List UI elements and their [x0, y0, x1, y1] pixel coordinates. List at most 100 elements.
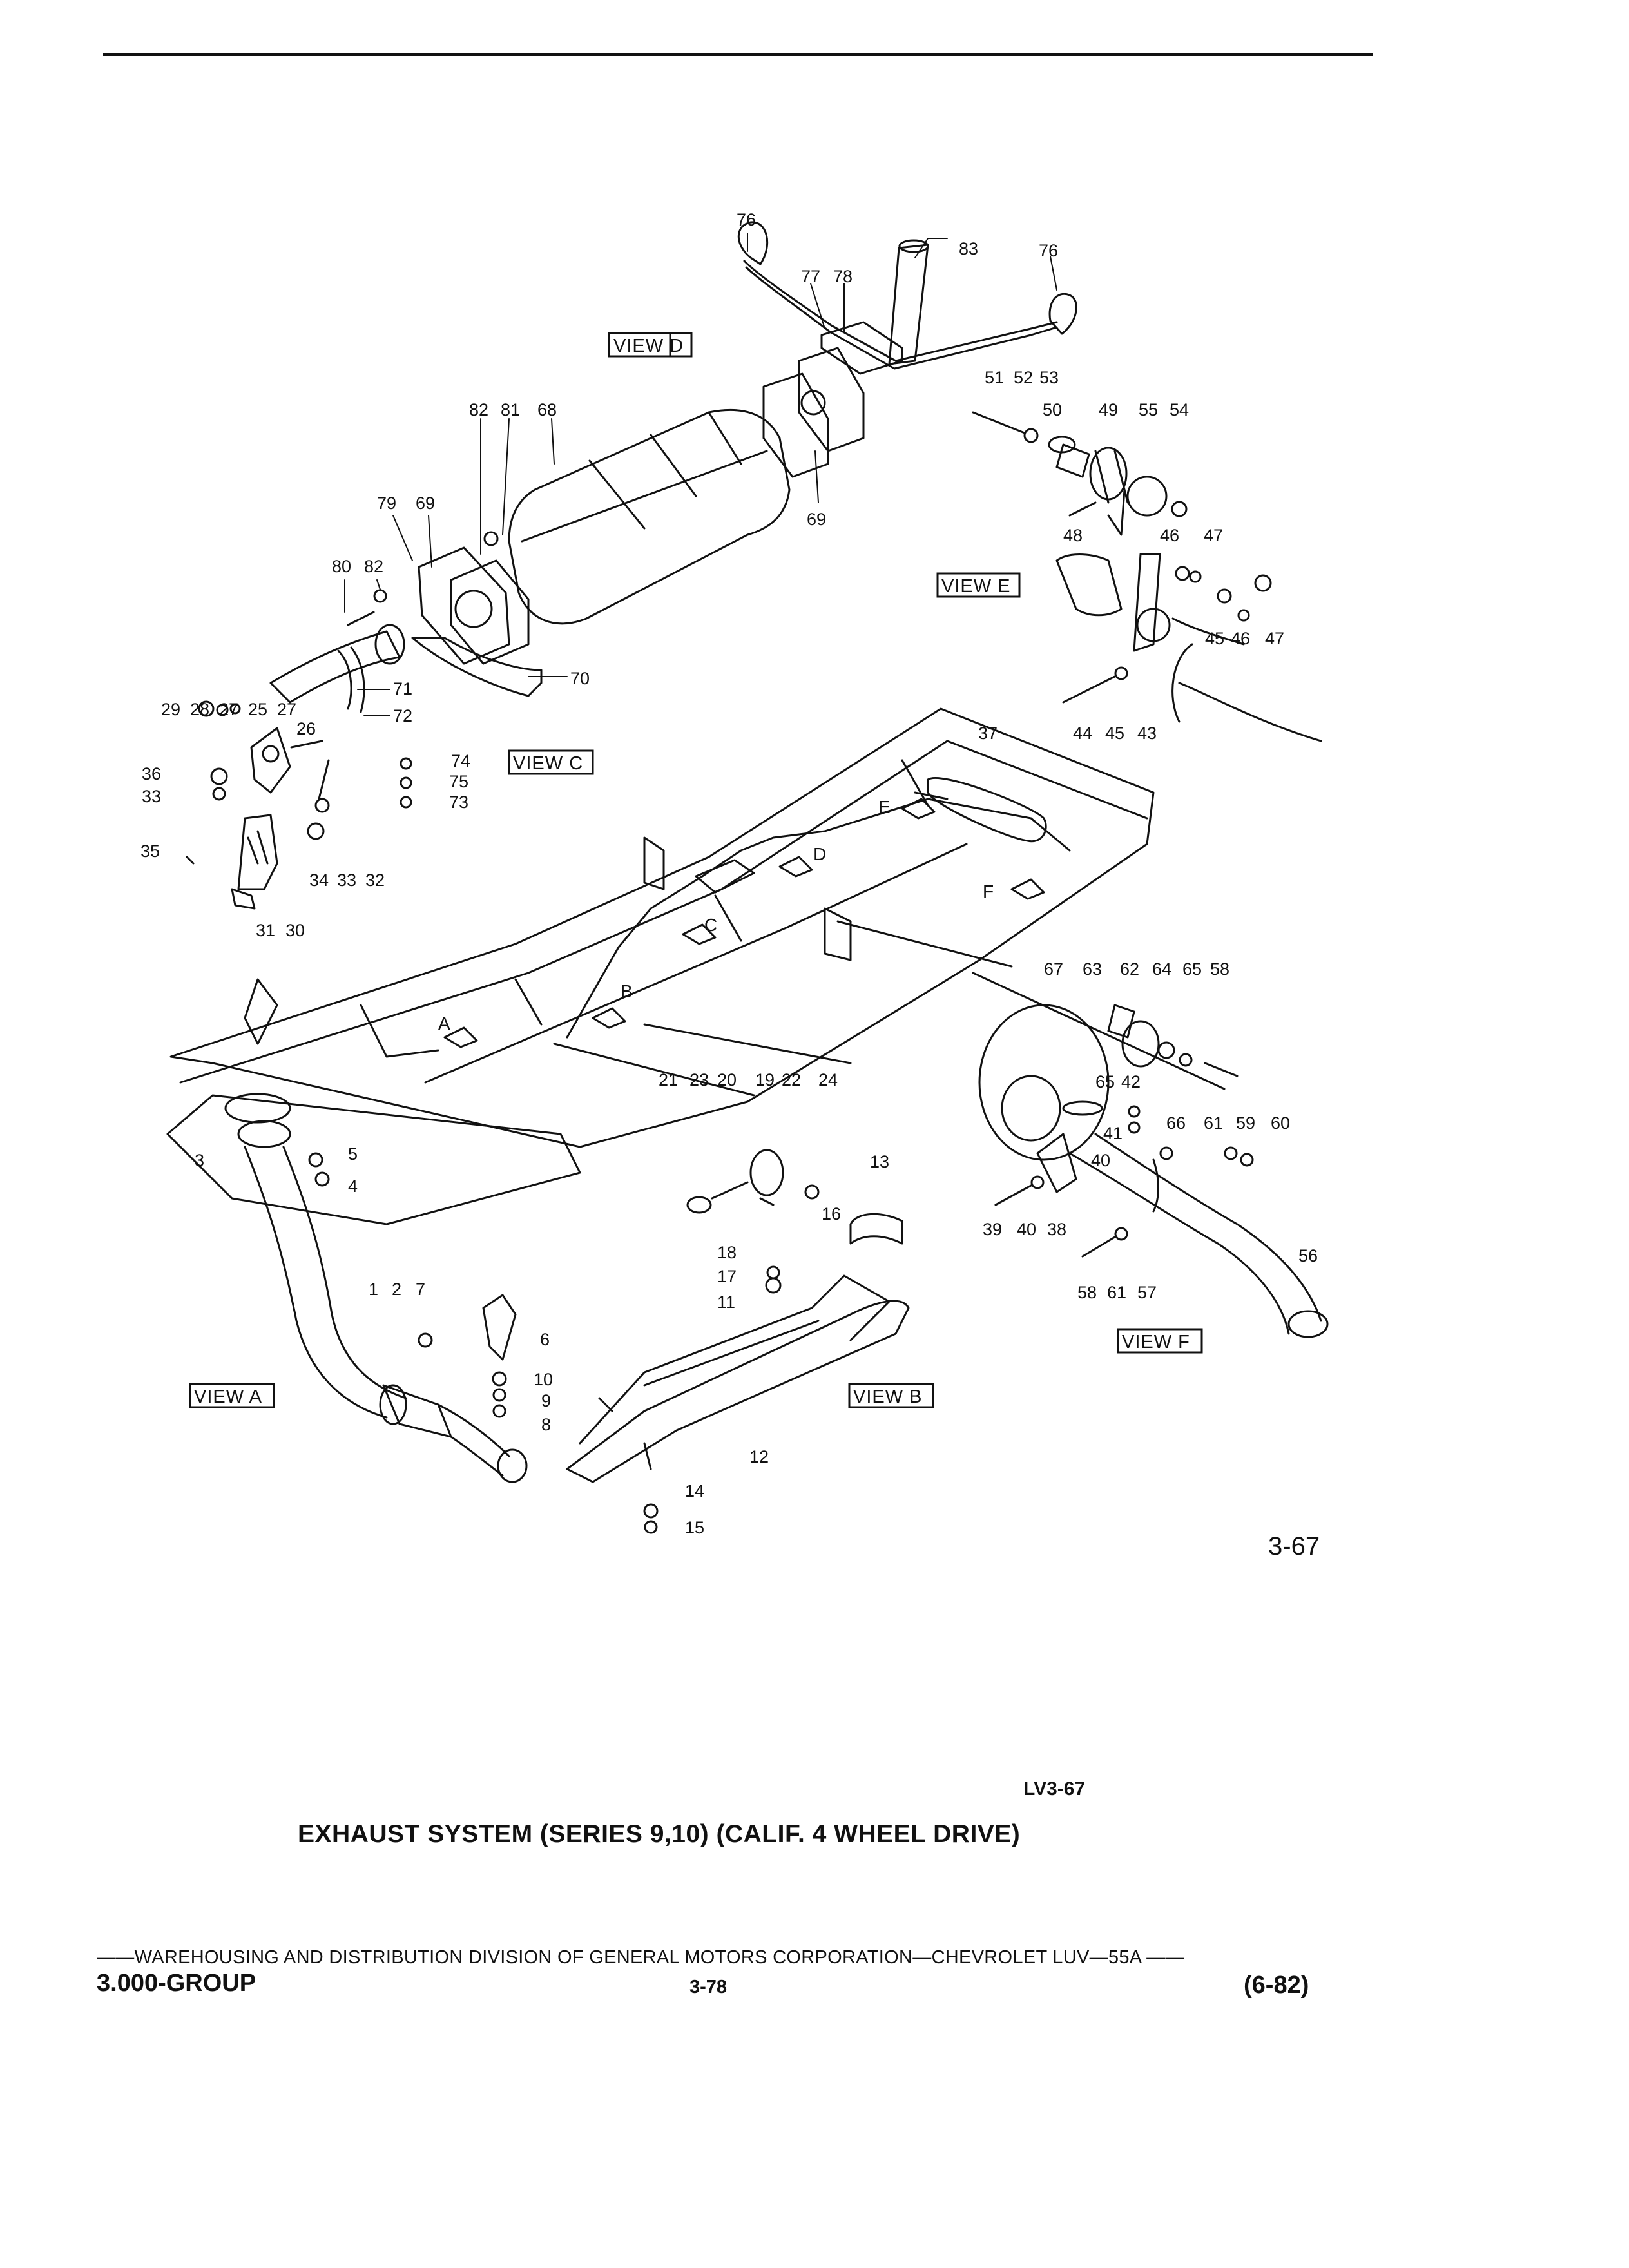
part-number: 4	[348, 1177, 358, 1196]
part-number: 15	[685, 1518, 704, 1537]
part-number: 63	[1083, 959, 1102, 979]
part-number: 83	[959, 239, 978, 258]
part-number: 32	[365, 870, 385, 890]
part-number: 54	[1170, 400, 1189, 419]
view-e-assembly	[972, 411, 1322, 742]
part-number: 45	[1105, 724, 1124, 743]
part-number: 23	[689, 1070, 709, 1090]
part-number: 62	[1120, 959, 1139, 979]
part-number: 79	[377, 494, 396, 513]
part-number: 8	[541, 1415, 551, 1434]
part-number: 12	[749, 1447, 769, 1466]
part-number: 25	[248, 700, 267, 719]
part-number: 47	[1265, 629, 1284, 648]
footer-group: 3.000-GROUP	[97, 1970, 256, 1997]
part-number: 58	[1210, 959, 1229, 979]
frame-arrow-c: C	[704, 915, 717, 935]
part-number: 48	[1063, 526, 1083, 545]
view-d-assembly	[269, 221, 1077, 713]
part-number: 38	[1047, 1220, 1066, 1239]
footer-date: (6-82)	[1244, 1972, 1309, 1999]
part-number: 43	[1137, 724, 1157, 743]
part-number: 49	[1099, 400, 1118, 419]
view-c-box: VIEW C	[508, 749, 594, 775]
part-number: 39	[983, 1220, 1002, 1239]
view-b-label: VIEW B	[853, 1387, 923, 1407]
part-number: 72	[393, 706, 412, 726]
part-number: 10	[534, 1370, 553, 1389]
view-c-label: VIEW C	[513, 753, 583, 774]
view-c-assembly	[186, 700, 412, 910]
part-number: 65	[1182, 959, 1202, 979]
part-number: 24	[818, 1070, 838, 1090]
part-number: 5	[348, 1144, 358, 1164]
part-number: 52	[1014, 368, 1033, 387]
part-number: 36	[142, 764, 161, 783]
frame-arrow-f: F	[983, 881, 994, 901]
part-number: 40	[1017, 1220, 1036, 1239]
part-number: 28	[190, 700, 209, 719]
part-number: 18	[717, 1243, 737, 1262]
part-number: 11	[717, 1293, 735, 1312]
part-number: 64	[1152, 959, 1171, 979]
part-number: 68	[537, 400, 557, 419]
part-number: 82	[364, 557, 383, 576]
part-number: 50	[1043, 400, 1062, 419]
frame-arrow-a: A	[438, 1014, 450, 1033]
view-a-assembly	[224, 1093, 528, 1483]
part-number: 34	[309, 870, 329, 890]
view-a-label: VIEW A	[194, 1387, 262, 1407]
part-number: 56	[1298, 1246, 1318, 1265]
part-number: 29	[161, 700, 180, 719]
part-number: 41	[1103, 1124, 1123, 1143]
chassis-frame	[166, 707, 1155, 1225]
view-b-box: VIEW B	[848, 1383, 934, 1408]
part-number: 9	[541, 1391, 551, 1410]
part-number: 37	[978, 724, 998, 743]
part-number: 3	[195, 1151, 204, 1170]
part-number: 44	[1073, 724, 1092, 743]
view-d-label: VIEW D	[613, 336, 684, 356]
part-number: 30	[285, 921, 305, 940]
part-number: 53	[1039, 368, 1059, 387]
part-number: 81	[501, 400, 520, 419]
part-number: 60	[1271, 1113, 1290, 1133]
part-number: 74	[451, 751, 470, 771]
frame-arrow-b: B	[621, 981, 633, 1001]
part-number: 76	[737, 210, 756, 229]
part-number: 82	[469, 400, 488, 419]
part-number: 69	[416, 494, 435, 513]
part-number: 42	[1121, 1072, 1141, 1091]
diagram-caption: EXHAUST SYSTEM (SERIES 9,10) (CALIF. 4 W…	[298, 1820, 1021, 1848]
part-number: 61	[1204, 1113, 1223, 1133]
part-number: 55	[1139, 400, 1158, 419]
view-f-assembly	[972, 972, 1329, 1338]
part-number: 26	[296, 719, 316, 738]
part-number: 75	[449, 772, 468, 791]
view-f-box: VIEW F	[1117, 1328, 1203, 1354]
part-number: 61	[1107, 1283, 1126, 1302]
part-number: 65	[1095, 1072, 1115, 1091]
part-numbers: 76 83 76 77 78 82 81 68 79 69 69 80 82 7…	[140, 210, 1318, 1537]
part-number: 22	[782, 1070, 801, 1090]
frame-arrow-e: E	[878, 797, 891, 817]
part-number: 1	[369, 1280, 378, 1299]
part-number: 31	[256, 921, 275, 940]
view-d-box: VIEW D	[608, 332, 693, 358]
part-number: 20	[717, 1070, 737, 1090]
part-number: 7	[416, 1280, 425, 1299]
part-number: 73	[449, 793, 468, 812]
figure-number: 3-67	[1268, 1532, 1320, 1561]
part-number: 80	[332, 557, 351, 576]
top-rule	[103, 53, 1373, 56]
part-number: 51	[985, 368, 1004, 387]
part-number: 33	[337, 870, 356, 890]
part-number: 76	[1039, 241, 1058, 260]
part-number: 19	[755, 1070, 775, 1090]
frame-arrow-d: D	[813, 844, 826, 864]
footer-publisher-line: ——WAREHOUSING AND DISTRIBUTION DIVISION …	[97, 1947, 1184, 1968]
part-number: 66	[1166, 1113, 1186, 1133]
part-number: 77	[801, 267, 820, 286]
part-number: 70	[570, 669, 590, 688]
